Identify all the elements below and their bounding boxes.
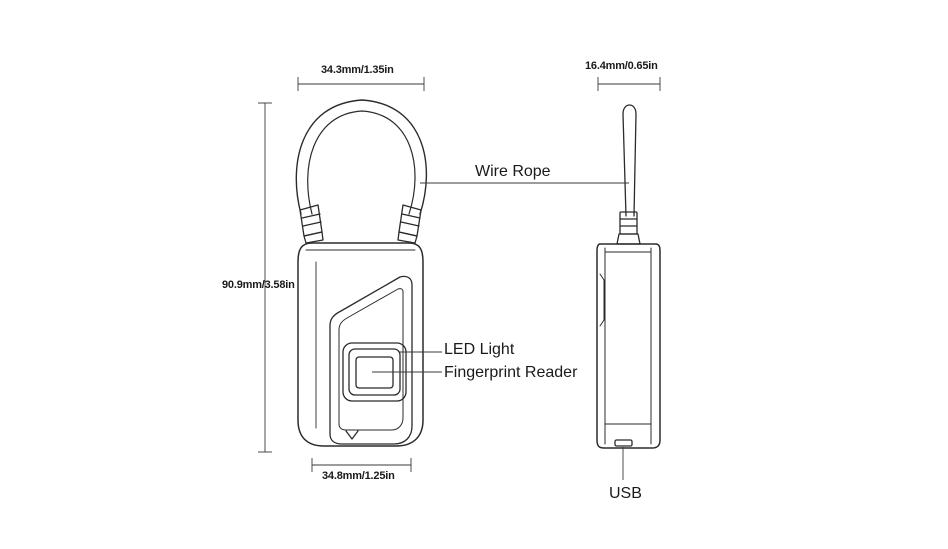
lock-body-outline <box>297 242 424 447</box>
fingerprint-reader-label: Fingerprint Reader <box>444 364 578 381</box>
side-view-lock <box>596 104 661 449</box>
body-width-label: 34.8mm/1.25in <box>322 470 395 482</box>
wire-rope-shackle <box>295 99 428 215</box>
wire-rope-shackle-inner <box>307 110 416 215</box>
height-dimension-line <box>258 102 272 453</box>
front-panel-outer <box>329 275 413 445</box>
shackle-width-label: 34.3mm/1.35in <box>321 64 394 76</box>
side-thickness-dimension-line <box>597 77 661 91</box>
side-body-outline <box>596 243 661 449</box>
wire-rope-label: Wire Rope <box>475 163 551 180</box>
body-width-dimension-line <box>311 458 412 472</box>
side-ferrule <box>616 211 641 245</box>
right-ferrule <box>397 204 422 244</box>
led-notch <box>345 430 359 440</box>
fingerprint-sensor <box>355 356 394 389</box>
shackle-width-dimension-line <box>297 77 425 91</box>
led-light-label: LED Light <box>444 341 515 358</box>
side-thickness-label: 16.4mm/0.65in <box>585 60 658 72</box>
height-label: 90.9mm/3.58in <box>222 279 295 291</box>
side-wire-rope <box>622 104 637 217</box>
front-view-lock <box>295 99 428 447</box>
front-panel-inner <box>338 288 404 431</box>
left-ferrule <box>299 204 324 244</box>
usb-label: USB <box>609 485 642 502</box>
usb-port <box>614 439 633 447</box>
